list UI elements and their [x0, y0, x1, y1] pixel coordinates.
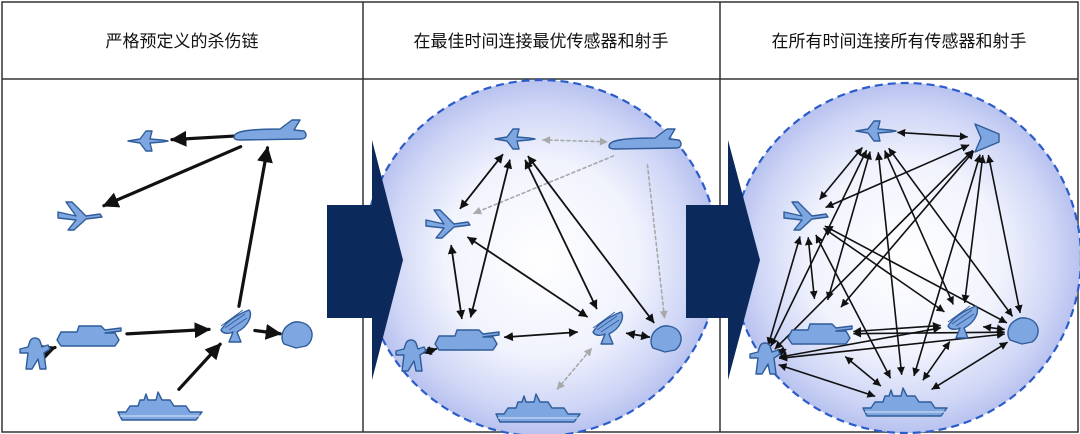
link-arrow [504, 328, 578, 342]
panel-title-1: 严格预定义的杀伤链 [106, 32, 259, 52]
link-arrow [170, 130, 236, 147]
drone-icon [57, 201, 103, 231]
link-arrow [983, 323, 1005, 333]
link-arrow [447, 244, 466, 320]
transition-arrow-1 [327, 140, 403, 380]
link-arrow [527, 155, 655, 324]
drone-icon [425, 209, 471, 239]
tank-icon [56, 325, 122, 347]
optional-link-arrow [556, 347, 593, 390]
transition-arrow-2 [686, 140, 760, 380]
soldier-icon [395, 339, 427, 372]
link-arrow [897, 128, 968, 141]
warship-icon [862, 387, 948, 417]
drone-icon [783, 201, 829, 231]
link-arrow [422, 346, 438, 356]
warship-icon [495, 393, 581, 423]
aircraft-icon [233, 119, 307, 141]
link-arrow [467, 236, 588, 318]
panel-title-3: 在所有时间连接所有传感器和射手 [772, 32, 1027, 52]
link-arrow [804, 237, 818, 299]
soldier-icon [749, 342, 781, 375]
command-post-icon [281, 321, 313, 349]
optional-link-arrow [542, 136, 608, 146]
link-arrow [38, 344, 57, 360]
link-arrow [778, 363, 876, 398]
link-arrow [102, 145, 243, 208]
link-arrow [253, 323, 282, 340]
soldier-icon [19, 337, 51, 370]
radar-dish-icon [592, 311, 624, 345]
network-circle-3 [729, 81, 1080, 434]
aircraft-icon [608, 128, 682, 150]
fighter-jet-icon [127, 130, 169, 152]
panel-title-2: 在最佳时间连接最优传感器和射手 [414, 32, 669, 52]
link-arrow [931, 341, 1008, 390]
command-post-icon [650, 325, 682, 353]
link-arrow [766, 236, 802, 346]
tank-icon [434, 329, 500, 351]
fighter-jet-icon [494, 128, 536, 150]
radar-dish-icon [947, 305, 979, 339]
link-arrow [177, 342, 222, 391]
tank-icon [787, 323, 853, 345]
flying-wing-icon [974, 123, 1000, 153]
fighter-jet-icon [855, 120, 897, 142]
link-arrow [625, 330, 651, 341]
link-arrow [125, 322, 211, 339]
radar-dish-icon [220, 309, 252, 343]
warship-icon [117, 391, 203, 421]
command-post-icon [1007, 317, 1039, 345]
link-arrow [237, 146, 273, 308]
